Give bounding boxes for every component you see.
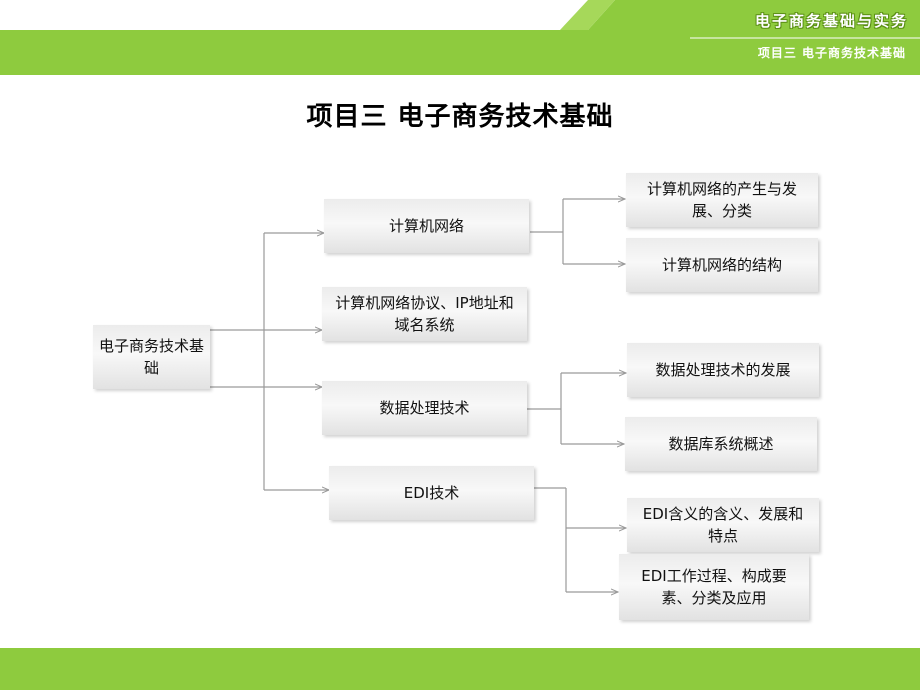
leaf-node-label: 计算机网络的产生与发展、分类 bbox=[646, 180, 797, 220]
leaf-node-data-development: 数据处理技术的发展 bbox=[627, 343, 819, 397]
branch-node-edi: EDI技术 bbox=[329, 466, 534, 520]
slide-title: 项目三 电子商务技术基础 bbox=[306, 102, 614, 132]
leaf-node-edi-process: EDI工作过程、构成要素、分类及应用 bbox=[619, 554, 809, 620]
leaf-node-edi-meaning: EDI含义的含义、发展和特点 bbox=[627, 498, 819, 552]
leaf-node-label: 计算机网络的结构 bbox=[661, 256, 782, 274]
branch-node-data-processing: 数据处理技术 bbox=[322, 381, 527, 435]
header-slant-accent bbox=[560, 0, 615, 30]
leaf-node-database-overview: 数据库系统概述 bbox=[625, 417, 817, 471]
leaf-node-network-structure: 计算机网络的结构 bbox=[626, 238, 818, 292]
branch-node-network: 计算机网络 bbox=[324, 199, 529, 253]
branch-node-label: 计算机网络 bbox=[388, 217, 464, 235]
leaf-node-network-origin: 计算机网络的产生与发展、分类 bbox=[626, 173, 818, 227]
leaf-node-label: 数据处理技术的发展 bbox=[655, 361, 791, 379]
header-subtitle: 项目三 电子商务技术基础 bbox=[757, 46, 906, 60]
header-decoration bbox=[0, 0, 920, 75]
header-band: 电子商务基础与实务 项目三 电子商务技术基础 bbox=[0, 0, 920, 75]
footer-band bbox=[0, 648, 920, 690]
header-green-shape bbox=[0, 0, 920, 75]
branch-node-label: 数据处理技术 bbox=[379, 399, 470, 417]
leaf-node-label: 数据库系统概述 bbox=[668, 435, 774, 453]
leaf-node-label: EDI含义的含义、发展和特点 bbox=[642, 505, 804, 545]
branch-node-label: EDI技术 bbox=[403, 484, 460, 502]
leaf-node-label: EDI工作过程、构成要素、分类及应用 bbox=[641, 567, 787, 607]
root-node: 电子商务技术基础 bbox=[93, 325, 210, 389]
branch-node-label: 计算机网络协议、IP地址和域名系统 bbox=[335, 294, 514, 334]
header-title: 电子商务基础与实务 bbox=[754, 12, 908, 30]
root-node-label: 电子商务技术基础 bbox=[99, 337, 205, 377]
branch-node-protocol: 计算机网络协议、IP地址和域名系统 bbox=[322, 287, 527, 341]
